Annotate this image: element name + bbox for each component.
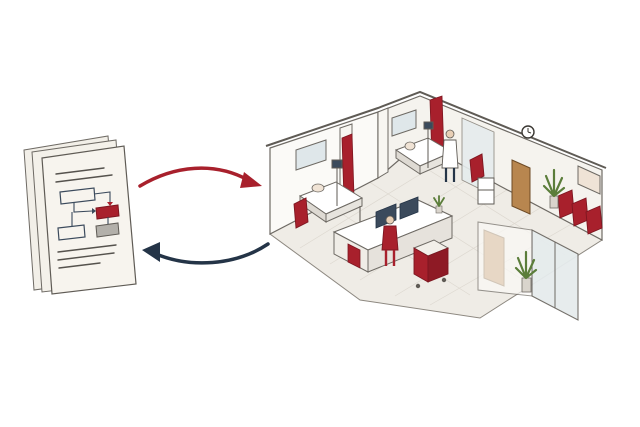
wall-front-right [477, 221, 533, 297]
plant-waiting [542, 168, 566, 209]
flowchart-box-top [59, 187, 96, 205]
patient-bed-left [298, 181, 364, 224]
document-text-lines [55, 167, 117, 269]
flowchart-box-left [57, 224, 86, 241]
plant-entrance [514, 250, 538, 293]
document-stack [23, 135, 137, 295]
document-page-front [41, 145, 137, 295]
door-back [511, 159, 531, 215]
plant-station [433, 195, 445, 214]
nurse-figure [381, 215, 399, 266]
document-flowchart [57, 187, 120, 241]
partition-wall-2 [377, 107, 389, 179]
waiting-chairs [557, 189, 603, 235]
chair-left-room [293, 197, 309, 229]
arrow-to-document [142, 242, 270, 265]
doctor-figure [441, 129, 459, 182]
wall-picture [577, 165, 601, 195]
nurse-station [332, 196, 454, 273]
arrow-to-ward [138, 166, 262, 188]
patient-bed-right [394, 137, 454, 175]
ward-window-2 [391, 109, 417, 137]
chair-right-room [469, 153, 485, 183]
wall-clock-icon [521, 125, 535, 139]
ward-window [295, 139, 327, 171]
hospital-ward [265, 90, 607, 321]
monitor-equipment [331, 121, 495, 206]
flowchart-box-gray [95, 222, 120, 238]
medical-cart [412, 239, 450, 289]
flowchart-box-red [95, 204, 120, 220]
